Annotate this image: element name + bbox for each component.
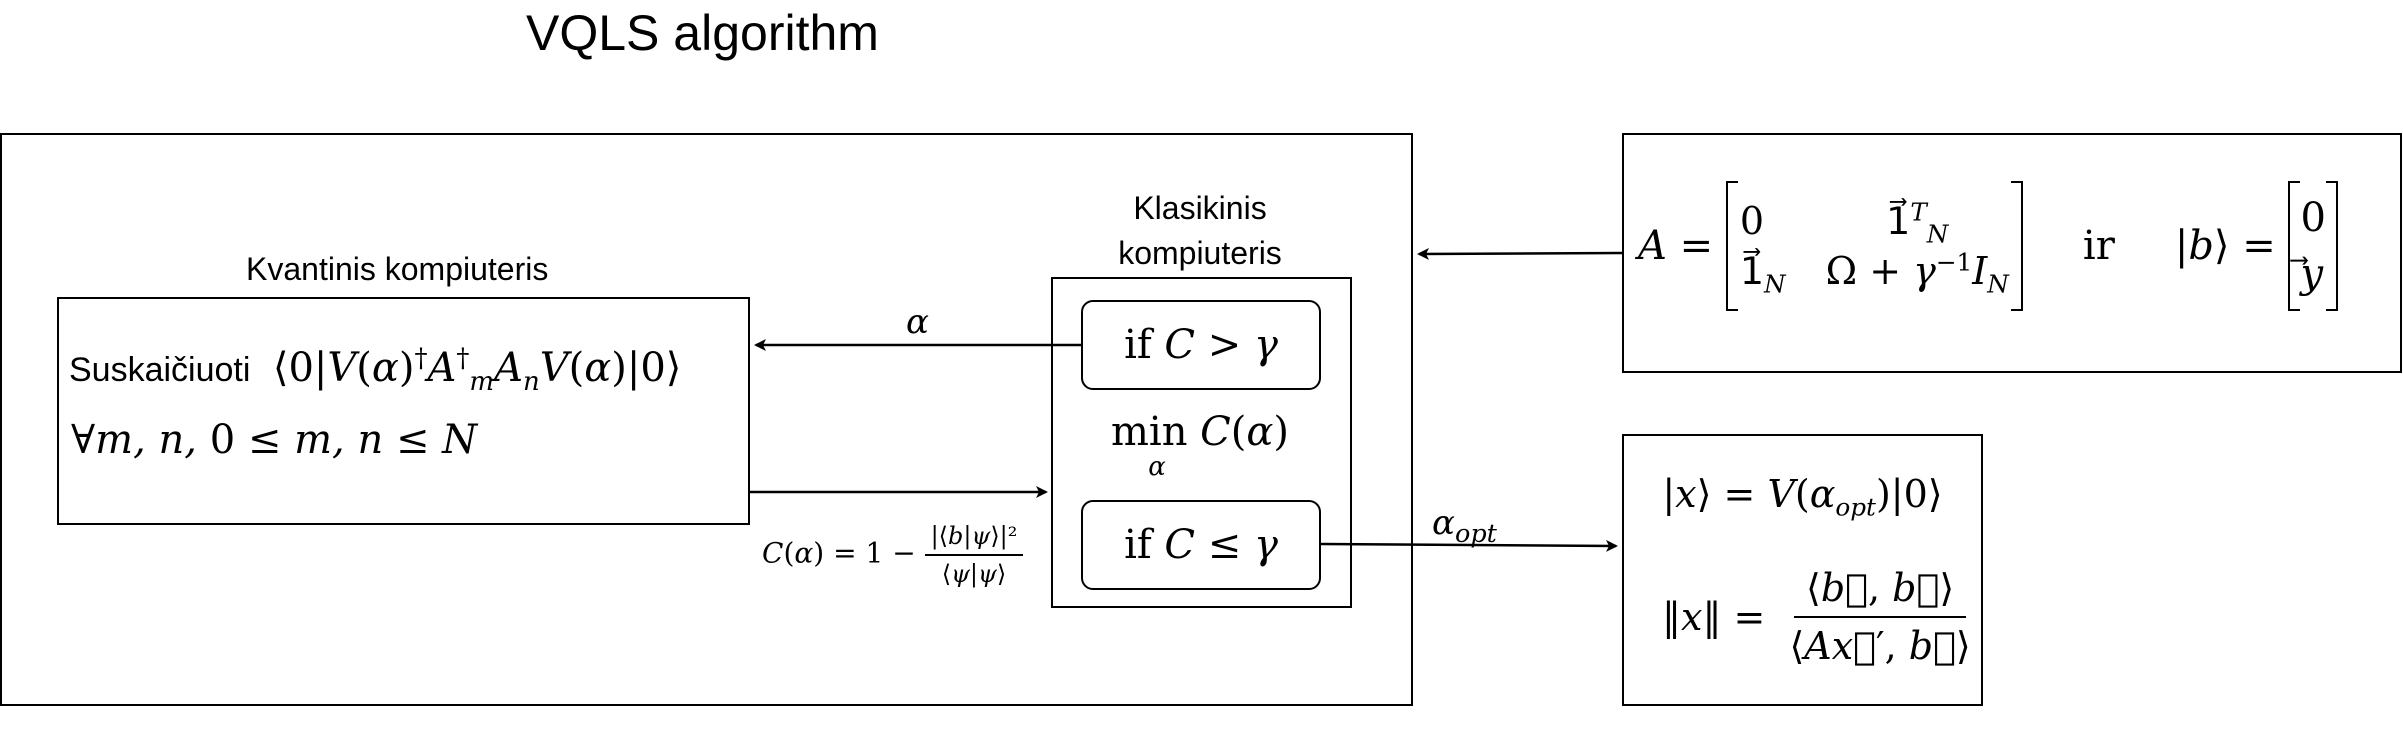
output-state: |x⟩ = V(αopt)|0⟩ — [1662, 472, 1943, 522]
vector-b: 0 y⃗ — [2288, 181, 2339, 311]
output-box: |x⟩ = V(αopt)|0⟩ ‖x‖ = ⟨b⃗, b⃗⟩ ⟨Ax⃗′, b… — [1622, 434, 1983, 706]
if-greater-text: if C > γ — [1124, 322, 1278, 368]
cost-fraction: |⟨b|ψ⟩|² ⟨ψ|ψ⟩ — [924, 522, 1024, 588]
quantum-condition: ∀m, n, 0 ≤ m, n ≤ N — [71, 417, 478, 463]
input-arrow — [1417, 247, 1623, 260]
classical-label-line1: Klasikinis — [1133, 190, 1267, 226]
quantum-computer-label: Kvantinis kompiuteris — [246, 251, 549, 287]
input-equation: A = 0 1⃗TN 1⃗N Ω + γ−1IN ir |b⟩ = 0 y⃗ — [1638, 181, 2339, 311]
min-subscript: α — [1148, 452, 1166, 482]
norm-fraction: ⟨b⃗, b⃗⟩ ⟨Ax⃗′, b⃗⟩ — [1789, 566, 1971, 668]
classical-label-line2: kompiuteris — [1118, 235, 1282, 271]
compute-prefix: Suskaičiuoti — [69, 351, 251, 389]
if-leq-text: if C ≤ γ — [1124, 522, 1278, 568]
quantum-expression-line: Suskaičiuoti ⟨0|V(α)†A†mAnV(α)|0⟩ — [69, 343, 682, 397]
quantum-expression: ⟨0|V(α)†A†mAnV(α)|0⟩ — [272, 343, 682, 397]
matrix-a: 0 1⃗TN 1⃗N Ω + γ−1IN — [1725, 181, 2023, 311]
alpha-label: α — [906, 302, 929, 342]
minimize-cost: min C(α) α — [1090, 410, 1310, 480]
if-leq-box: if C ≤ γ — [1081, 500, 1321, 590]
if-greater-box: if C > γ — [1081, 300, 1321, 390]
alpha-opt-arrow — [1320, 539, 1618, 552]
output-norm: ‖x‖ = ⟨b⃗, b⃗⟩ ⟨Ax⃗′, b⃗⟩ — [1662, 566, 1983, 668]
cost-function-label: C(α) = 1 − |⟨b|ψ⟩|² ⟨ψ|ψ⟩ — [762, 522, 1024, 588]
connector-ir: ir — [2082, 223, 2115, 269]
diagram-title: VQLS algorithm — [526, 5, 879, 61]
input-box: A = 0 1⃗TN 1⃗N Ω + γ−1IN ir |b⟩ = 0 y⃗ — [1622, 133, 2402, 373]
quantum-computer-box: Suskaičiuoti ⟨0|V(α)†A†mAnV(α)|0⟩ ∀m, n,… — [57, 297, 750, 525]
classical-computer-label: Klasikinis kompiuteris — [1090, 186, 1310, 276]
alpha-opt-label: αopt — [1432, 503, 1497, 549]
